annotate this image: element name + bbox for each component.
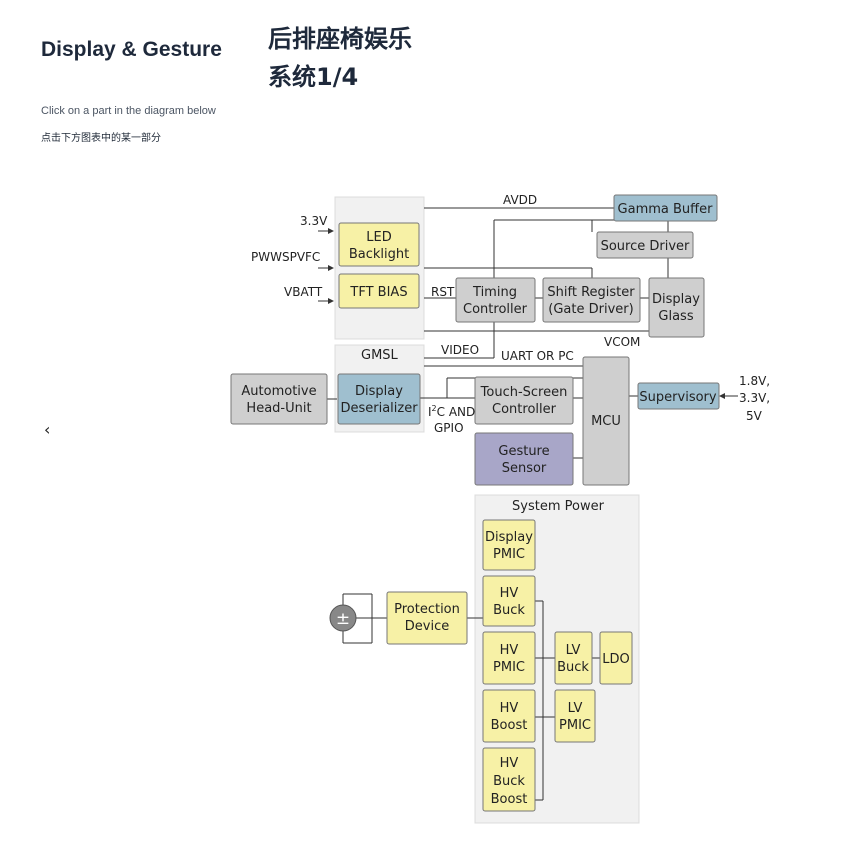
lv-pmic-block[interactable]: LV PMIC (554, 689, 596, 743)
display-power-panel (334, 196, 425, 340)
protection-device-line2: Device (405, 619, 449, 634)
lv-buck-block[interactable]: LV Buck (554, 631, 593, 685)
mcu-label: MCU (591, 414, 621, 429)
gesture-sensor-block[interactable]: Gesture Sensor (474, 432, 574, 486)
label-sup-3v3: 3.3V, (739, 391, 770, 405)
label-system-power: System Power (512, 499, 605, 514)
touch-controller-line1: Touch-Screen (480, 385, 568, 400)
label-sup-1v8: 1.8V, (739, 374, 770, 388)
instruction-text-zh: 点击下方图表中的某一部分 (41, 133, 161, 144)
ldo-label: LDO (602, 652, 630, 667)
label-i2c-sup: 2 (432, 404, 437, 413)
signal-wires (327, 207, 677, 801)
automotive-head-unit-block[interactable]: Automotive Head-Unit (230, 373, 328, 425)
page-title-zh-line1: 后排座椅娱乐 (268, 25, 412, 53)
head-unit-line1: Automotive (241, 384, 316, 399)
tft-bias-label: TFT BIAS (349, 285, 407, 300)
deserializer-line1: Display (355, 384, 403, 399)
led-backlight-block[interactable]: LED Backlight (338, 222, 420, 267)
hv-buck-boost-line3: Boost (491, 792, 528, 807)
source-driver-label: Source Driver (601, 239, 690, 254)
timing-controller-block[interactable]: Timing Controller (455, 277, 536, 323)
instruction-text: Click on a part in the diagram below (41, 105, 216, 117)
page-title-zh-line2: 系统1/4 (268, 63, 359, 91)
gesture-sensor-line2: Sensor (502, 461, 547, 476)
protection-device-block[interactable]: Protection Device (386, 591, 468, 645)
gamma-buffer-label: Gamma Buffer (618, 202, 714, 217)
label-i2c-i: I (428, 405, 432, 419)
hv-pmic-line2: PMIC (493, 660, 525, 675)
display-glass-block[interactable]: Display Glass (648, 277, 705, 338)
hv-buck-line2: Buck (493, 603, 525, 618)
label-gmsl: GMSL (361, 348, 399, 363)
battery-symbol: ± (336, 609, 350, 629)
label-avdd: AVDD (503, 193, 537, 207)
display-pmic-line1: Display (485, 530, 533, 545)
label-i2c: I2C AND (428, 404, 475, 419)
shift-register-block[interactable]: Shift Register (Gate Driver) (542, 277, 641, 323)
ldo-block[interactable]: LDO (599, 631, 633, 685)
lv-buck-line2: Buck (557, 660, 589, 675)
mcu-block[interactable]: MCU (582, 356, 630, 486)
label-video: VIDEO (441, 343, 479, 357)
lv-pmic-line1: LV (568, 701, 583, 716)
protection-device-line1: Protection (394, 602, 460, 617)
label-sup-5v: 5V (746, 409, 763, 423)
touch-controller-line2: Controller (492, 402, 557, 417)
timing-controller-line2: Controller (463, 302, 528, 317)
hv-pmic-line1: HV (500, 643, 519, 658)
touch-screen-controller-block[interactable]: Touch-Screen Controller (474, 376, 574, 425)
display-glass-line1: Display (652, 292, 700, 307)
label-rst: RST (431, 285, 455, 299)
shift-register-line2: (Gate Driver) (548, 302, 633, 317)
label-gpio: GPIO (434, 421, 464, 435)
timing-controller-line1: Timing (472, 285, 517, 300)
page-title-zh: 后排座椅娱乐 系统1/4 (268, 20, 412, 96)
supervisory-block[interactable]: Supervisory (637, 382, 720, 410)
lv-buck-line1: LV (566, 643, 581, 658)
page-title: Display & Gesture (41, 38, 222, 61)
gamma-buffer-block[interactable]: Gamma Buffer (613, 194, 718, 222)
label-vbatt: VBATT (284, 285, 323, 299)
signal-labels: 3.3V PWWSPVFC VBATT AVDD RST VIDEO UART … (251, 193, 770, 514)
gesture-sensor-line1: Gesture (498, 444, 549, 459)
hv-buck-block[interactable]: HV Buck (482, 575, 536, 627)
hv-buck-boost-line2: Buck (493, 774, 525, 789)
input-arrows (318, 228, 738, 399)
hv-boost-line2: Boost (491, 718, 528, 733)
label-pwm: PWWSPVFC (251, 250, 320, 264)
display-glass-line2: Glass (658, 309, 693, 324)
hv-buck-line1: HV (500, 586, 519, 601)
display-pmic-block[interactable]: Display PMIC (482, 519, 536, 571)
hv-pmic-block[interactable]: HV PMIC (482, 631, 536, 685)
hv-boost-line1: HV (500, 701, 519, 716)
hv-boost-block[interactable]: HV Boost (482, 689, 536, 743)
chevron-left-icon[interactable]: ‹ (44, 420, 51, 439)
supervisory-label: Supervisory (639, 390, 716, 405)
led-backlight-line1: LED (366, 230, 391, 245)
label-3v3: 3.3V (300, 214, 328, 228)
display-pmic-line2: PMIC (493, 547, 525, 562)
lv-pmic-line2: PMIC (559, 718, 591, 733)
hv-buck-boost-block[interactable]: HV Buck Boost (482, 747, 536, 812)
deserializer-line2: Deserializer (340, 401, 418, 416)
hv-buck-boost-line1: HV (500, 756, 519, 771)
led-backlight-line2: Backlight (349, 247, 409, 262)
source-driver-block[interactable]: Source Driver (596, 231, 694, 259)
head-unit-line2: Head-Unit (246, 401, 311, 416)
tft-bias-block[interactable]: TFT BIAS (338, 273, 420, 309)
label-i2c-tail: C AND (437, 405, 476, 419)
label-uart: UART OR PC (501, 349, 574, 363)
display-deserializer-block[interactable]: Display Deserializer (337, 373, 421, 425)
shift-register-line1: Shift Register (547, 285, 635, 300)
battery-icon: ± (329, 604, 357, 632)
label-vcom: VCOM (604, 335, 640, 349)
